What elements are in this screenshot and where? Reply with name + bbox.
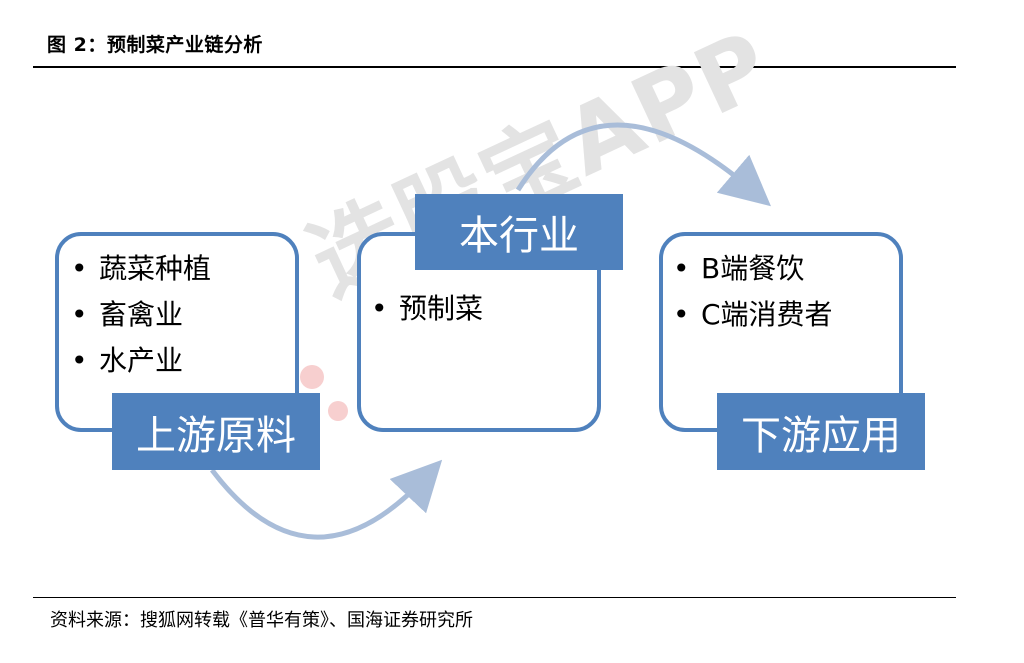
midstream-item: 预制菜 xyxy=(371,286,597,332)
source-note: 资料来源：搜狐网转载《普华有策》、国海证券研究所 xyxy=(50,610,473,631)
figure-title: 图 2：预制菜产业链分析 xyxy=(47,34,263,56)
downstream-item: C端消费者 xyxy=(673,292,899,338)
upstream-item: 蔬菜种植 xyxy=(71,246,295,292)
arrow-upstream-to-midstream xyxy=(210,459,443,540)
top-rule xyxy=(33,66,956,68)
midstream-label: 本行业 xyxy=(415,194,623,270)
downstream-label: 下游应用 xyxy=(717,393,925,470)
upstream-item: 水产业 xyxy=(71,338,295,384)
arrow-midstream-to-downstream xyxy=(515,122,772,207)
upstream-label: 上游原料 xyxy=(112,393,320,470)
bottom-rule xyxy=(33,597,956,598)
upstream-item: 畜禽业 xyxy=(71,292,295,338)
downstream-item: B端餐饮 xyxy=(673,246,899,292)
